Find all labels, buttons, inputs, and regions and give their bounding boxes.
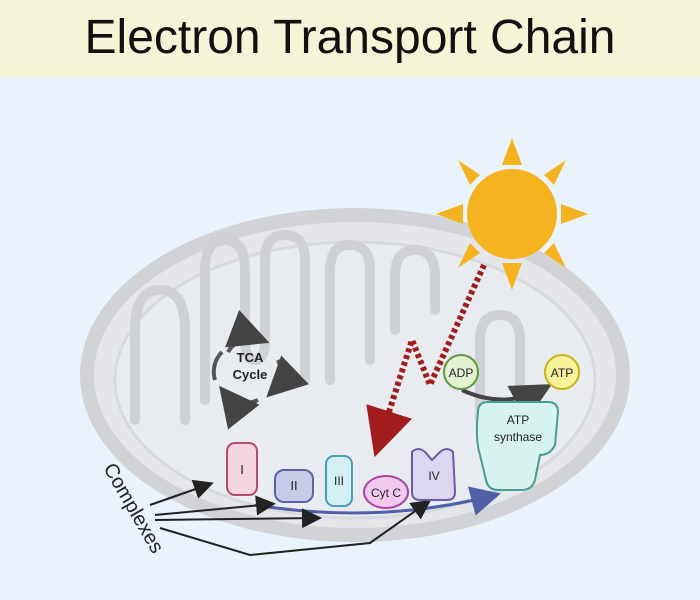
complexes-pointers (149, 479, 432, 557)
complex-i (226, 442, 258, 496)
cyt-c (363, 475, 409, 509)
atp-molecule (544, 354, 580, 390)
atp-label: ATP (551, 366, 573, 380)
complex-i-label: I (240, 462, 244, 477)
tca-label-line1: TCA (237, 350, 264, 365)
adp-molecule (443, 354, 479, 390)
atp-synthase (475, 401, 560, 491)
sun-icon (436, 138, 588, 290)
page-title: Electron Transport Chain (84, 11, 616, 64)
complex-iv-label: IV (428, 469, 439, 483)
tca-label-line2: Cycle (233, 367, 268, 382)
electron-flow-arrow (254, 486, 501, 516)
complex-ii-label: II (290, 478, 297, 493)
atp-synthase-label-line2: synthase (494, 430, 542, 444)
cristae (130, 229, 525, 425)
tca-cycle-icon (211, 310, 309, 430)
light-signal-path (366, 263, 487, 458)
adp-label: ADP (449, 366, 474, 380)
complex-iii (325, 455, 353, 507)
complex-ii (274, 469, 314, 503)
adp-atp-arrow (461, 384, 553, 421)
cyt-c-label: Cyt C (371, 486, 401, 500)
complex-iii-label: III (334, 474, 344, 488)
complex-iv (411, 448, 457, 501)
atp-synthase-label-line1: ATP (507, 413, 529, 427)
title-banner (0, 0, 700, 78)
